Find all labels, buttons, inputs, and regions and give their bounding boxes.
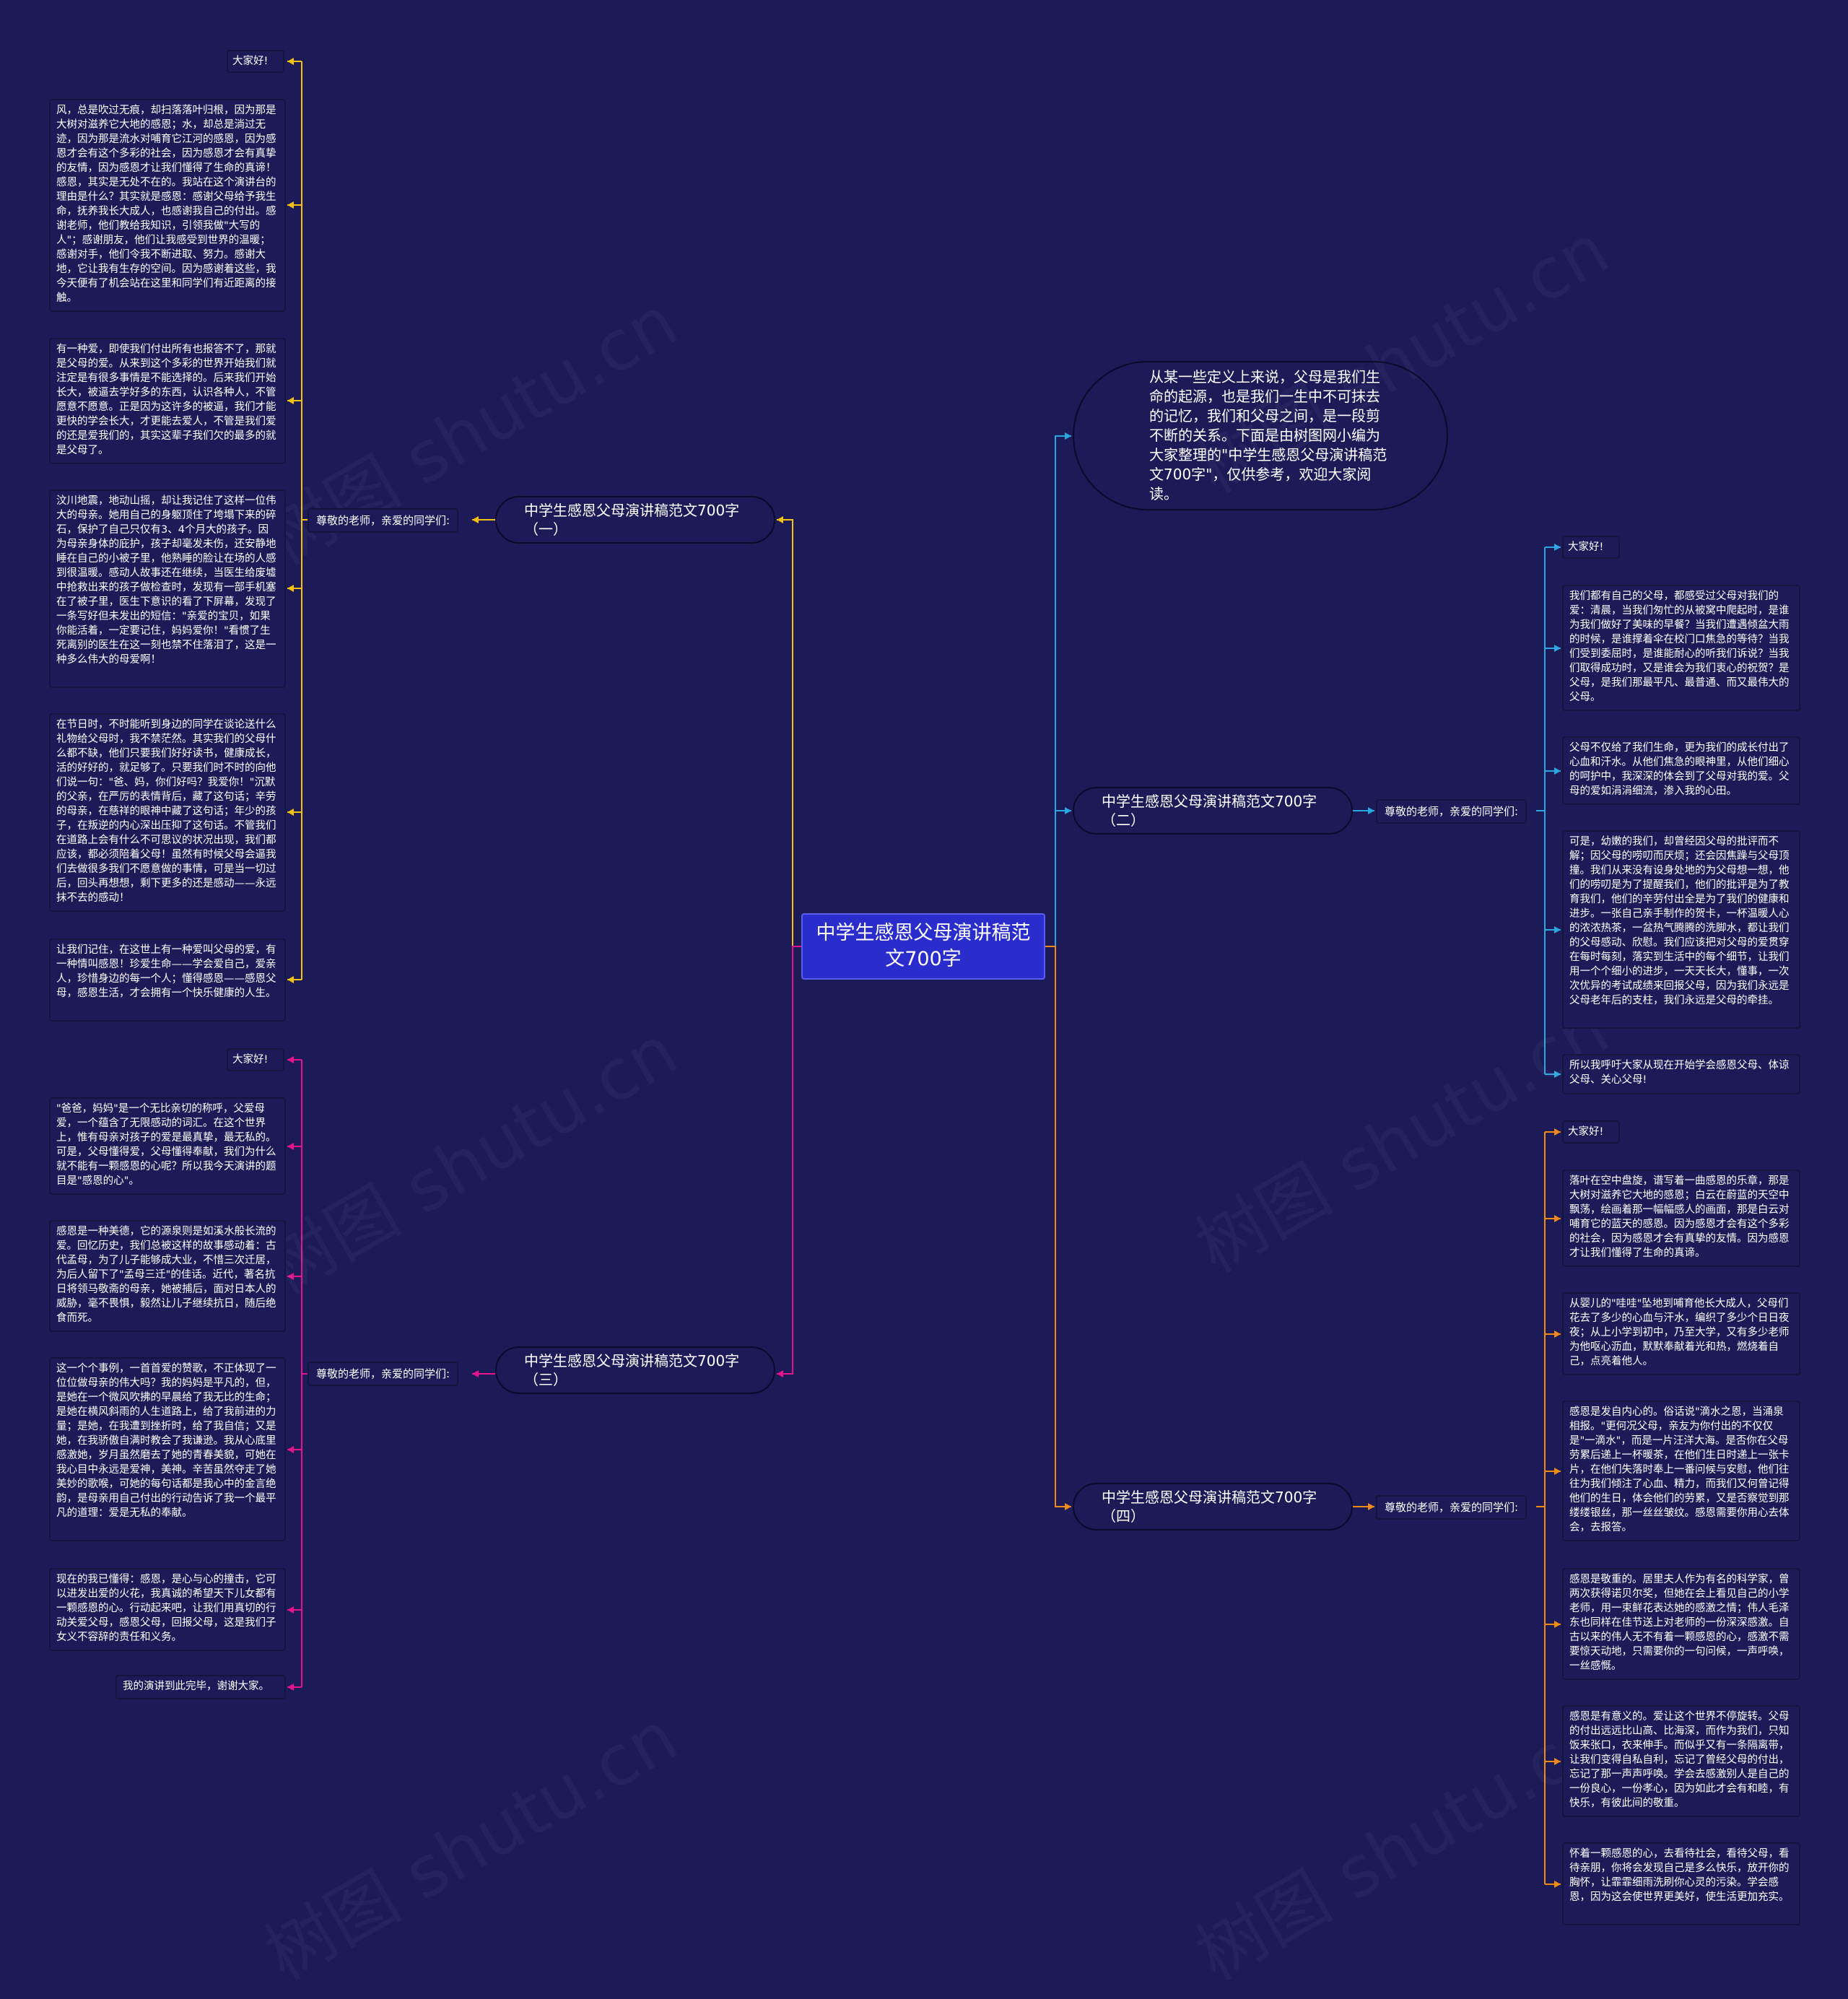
- arrow-head: [287, 1684, 294, 1691]
- branch-2-leaf-5[interactable]: 所以我呼吁大家从现在开始学会感恩父母、体谅父母、关心父母!: [1562, 1054, 1800, 1094]
- branch-4-leaf-5[interactable]: 感恩是敬重的。居里夫人作为有名的科学家，曾两次获得诺贝尔奖，但她在会上看见自己的…: [1562, 1568, 1800, 1680]
- arrow-head: [1554, 1331, 1561, 1338]
- arrow-head: [472, 1370, 479, 1377]
- branch-2-leaf-1[interactable]: 大家好!: [1562, 536, 1620, 559]
- arrow-head: [1554, 645, 1561, 652]
- arrow-head: [1368, 1503, 1374, 1510]
- branch-3-leaf-1[interactable]: 大家好!: [227, 1048, 284, 1071]
- branch-1-leaf-1[interactable]: 大家好!: [227, 50, 284, 73]
- branch-1-leaf-6[interactable]: 让我们记住，在这世上有一种爱叫父母的爱，有一种情叫感恩！珍爱生命——学会爱自己，…: [49, 938, 286, 1022]
- branch-node-2[interactable]: 中学生感恩父母演讲稿范文700字（二）: [1073, 787, 1353, 835]
- branch-4-leaf-7[interactable]: 怀着一颗感恩的心，去看待社会，看待父母，看待亲朋，你将会发现自己是多么快乐，放开…: [1562, 1842, 1800, 1925]
- branch-2-leaf-3[interactable]: 父母不仅给了我们生命，更为我们的成长付出了心血和汗水。从他们焦急的眼神里，从他们…: [1562, 736, 1800, 805]
- branch-node-4[interactable]: 中学生感恩父母演讲稿范文700字（四）: [1073, 1483, 1353, 1530]
- arrow-head: [287, 1606, 294, 1613]
- branch-1-leaf-5[interactable]: 在节日时，不时能听到身边的同学在谈论送什么礼物给父母时，我不禁茫然。其实我们的父…: [49, 713, 286, 912]
- branch-4-hub[interactable]: 尊敬的老师，亲爱的同学们:: [1376, 1495, 1527, 1520]
- arrow-head: [1554, 1881, 1561, 1888]
- branch-node-3[interactable]: 中学生感恩父母演讲稿范文700字（三）: [495, 1346, 775, 1394]
- link-root-branch3: [777, 946, 801, 1375]
- arrow-head: [1554, 1468, 1561, 1475]
- branch-3-leaf-4[interactable]: 这一个个事例，一首首爱的赞歌，不正体现了一位位做母亲的伟大吗？我的妈妈是平凡的，…: [49, 1357, 286, 1541]
- arrow-head: [287, 585, 294, 592]
- branch-3-leaf-3[interactable]: 感恩是一种美德，它的源泉则是如溪水般长流的爱。回忆历史，我们总被这样的故事感动着…: [49, 1220, 286, 1332]
- branch-4-leaf-3[interactable]: 从婴儿的"哇哇"坠地到哺育他长大成人，父母们花去了多少的心血与汗水，编织了多少个…: [1562, 1292, 1800, 1375]
- branch-node-1[interactable]: 中学生感恩父母演讲稿范文700字（一）: [495, 496, 775, 544]
- arrow-head: [287, 1143, 294, 1150]
- arrow-head: [287, 1056, 294, 1063]
- arrow-head: [287, 1273, 294, 1280]
- arrow-head: [1554, 1621, 1561, 1628]
- link-root-intro: [1045, 435, 1071, 947]
- link-root-branch1: [777, 519, 801, 947]
- branch-3-leaf-6[interactable]: 我的演讲到此完毕，谢谢大家。: [116, 1675, 286, 1699]
- arrow-head: [287, 58, 294, 65]
- arrow-head: [1554, 1215, 1561, 1222]
- branch-1-leaf-3[interactable]: 有一种爱，即使我们付出所有也报答不了，那就是父母的爱。从来到这个多彩的世界开始我…: [49, 338, 286, 464]
- arrow-head: [1065, 807, 1071, 814]
- branch-3-hub[interactable]: 尊敬的老师，亲爱的同学们:: [308, 1362, 459, 1386]
- branch-2-hub[interactable]: 尊敬的老师，亲爱的同学们:: [1376, 799, 1527, 824]
- arrow-head: [1065, 1503, 1071, 1510]
- root-node[interactable]: 中学生感恩父母演讲稿范文700字: [801, 913, 1045, 980]
- branch-4-leaf-4[interactable]: 感恩是发自内心的。俗话说"滴水之恩，当涌泉相报。"更何况父母，亲友为你付出的不仅…: [1562, 1401, 1800, 1541]
- arrow-head: [777, 1370, 783, 1377]
- arrow-head: [287, 201, 294, 209]
- arrow-head: [472, 516, 479, 523]
- arrow-head: [1554, 926, 1561, 933]
- arrow-head: [1554, 1071, 1561, 1078]
- arrow-head: [287, 809, 294, 816]
- link-root-branch4: [1045, 946, 1071, 1507]
- branch-3-leaf-2[interactable]: "爸爸，妈妈"是一个无比亲切的称呼，父爱母爱，一个蕴含了无限感动的词汇。在这个世…: [49, 1097, 286, 1195]
- link-root-branch2: [1055, 810, 1071, 946]
- branch-4-leaf-6[interactable]: 感恩是有意义的。爱让这个世界不停旋转。父母的付出远远比山高、比海深，而作为我们，…: [1562, 1705, 1800, 1817]
- branch-4-leaf-1[interactable]: 大家好!: [1562, 1120, 1620, 1144]
- arrow-head: [287, 976, 294, 983]
- arrow-head: [1554, 1758, 1561, 1765]
- arrow-head: [287, 397, 294, 404]
- arrow-head: [1554, 1128, 1561, 1136]
- arrow-head: [1065, 432, 1071, 440]
- branch-3-leaf-5[interactable]: 现在的我已懂得：感恩，是心与心的撞击，它可以进发出爱的火花，我真诚的希望天下儿女…: [49, 1568, 286, 1651]
- branch-1-leaf-2[interactable]: 风，总是吹过无痕，却扫落落叶归根，因为那是大树对滋养它大地的感恩；水，却总是淌过…: [49, 99, 286, 312]
- branch-1-leaf-4[interactable]: 汶川地震，地动山摇，却让我记住了这样一位伟大的母亲。她用自己的身躯顶住了垮塌下来…: [49, 489, 286, 688]
- arrow-head: [287, 1446, 294, 1453]
- branch-2-leaf-4[interactable]: 可是，幼嫩的我们，却曾经因父母的批评而不解；因父母的唠叨而厌烦；还会因焦躁与父母…: [1562, 830, 1800, 1029]
- intro-node[interactable]: 从某一些定义上来说，父母是我们生命的起源，也是我们一生中不可抹去的记忆，我们和父…: [1073, 361, 1448, 510]
- arrow-head: [777, 516, 783, 523]
- arrow-head: [1554, 767, 1561, 775]
- arrow-head: [1554, 544, 1561, 551]
- branch-1-hub[interactable]: 尊敬的老师，亲爱的同学们:: [308, 508, 459, 533]
- branch-2-leaf-2[interactable]: 我们都有自己的父母，都感受过父母对我们的爱：清晨，当我们匆忙的从被窝中爬起时，是…: [1562, 585, 1800, 711]
- branch-4-leaf-2[interactable]: 落叶在空中盘旋，谱写着一曲感恩的乐章，那是大树对滋养它大地的感恩；白云在蔚蓝的天…: [1562, 1170, 1800, 1267]
- arrow-head: [1368, 807, 1374, 814]
